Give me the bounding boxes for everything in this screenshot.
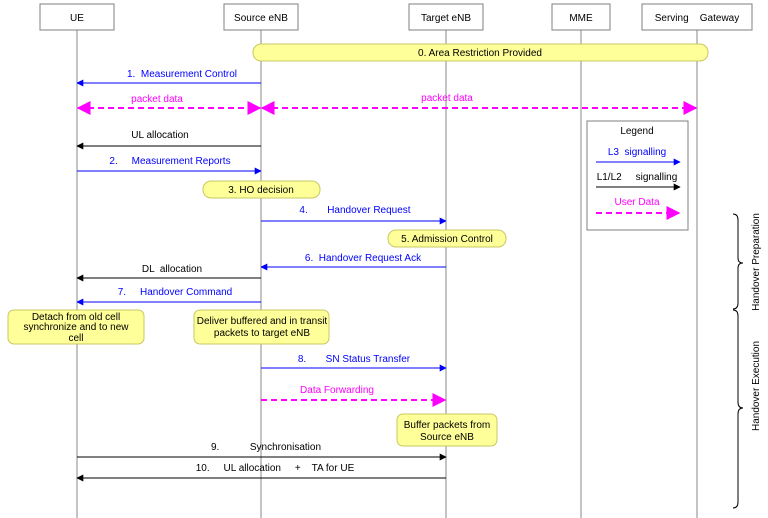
- detach-note: [7, 309, 145, 345]
- ho-decision-note: [202, 180, 321, 199]
- legend-title: Legend: [620, 126, 653, 137]
- mme-box: [551, 3, 611, 31]
- handover-command-label: 7. Handover Command: [118, 287, 233, 298]
- dl-allocation-label: DL allocation: [142, 264, 202, 275]
- data-forwarding-label: Data Forwarding: [300, 385, 374, 396]
- serving-gw-box: [641, 3, 753, 31]
- area-restriction-label: 0. Area Restriction Provided: [418, 48, 542, 59]
- preparation-phase-label: Handover Preparation: [751, 213, 762, 311]
- handover-request-ack-label: 6. Handover Request Ack: [305, 253, 422, 264]
- ue-box: [39, 3, 115, 31]
- target-enb-label: Target eNB: [421, 13, 471, 24]
- entity-headers: UE Source eNB Target eNB MME Serving Gat…: [39, 3, 753, 31]
- legend-l3-label: L3 signalling: [608, 147, 666, 158]
- deliver-buffered-label-line1: Deliver buffered and in transit: [197, 316, 328, 327]
- deliver-buffered-label-line2: packets to target eNB: [214, 328, 310, 339]
- legend: Legend L3 signalling L1/L2 signalling Us…: [586, 120, 689, 231]
- source-enb-label: Source eNB: [234, 13, 288, 24]
- buffer-packets-note: [396, 413, 498, 447]
- execution-phase-label: Handover Execution: [751, 341, 762, 431]
- detach-label-line3: cell: [68, 333, 83, 344]
- source-enb-box: [223, 3, 299, 31]
- synchronisation-label: 9. Synchronisation: [211, 442, 321, 453]
- measurement-control-label: 1. Measurement Control: [127, 69, 237, 80]
- mme-label: MME: [569, 13, 593, 24]
- sn-status-transfer-label: 8. SN Status Transfer: [298, 354, 411, 365]
- preparation-brace: [732, 213, 744, 310]
- deliver-buffered-note: [193, 309, 330, 345]
- admission-control-note: [387, 229, 507, 248]
- packet-data-gw-label: packet data: [421, 93, 473, 104]
- ul-allocation-ta-label: 10. UL allocation + TA for UE: [196, 463, 355, 474]
- admission-control-label: 5. Admission Control: [401, 234, 493, 245]
- target-enb-box: [408, 3, 484, 31]
- measurement-reports-label: 2. Measurement Reports: [109, 156, 230, 167]
- handover-request-label: 4. Handover Request: [299, 205, 410, 216]
- buffer-packets-label-line2: Source eNB: [420, 432, 474, 443]
- serving-gw-label: Serving Gateway: [655, 13, 739, 24]
- detach-label-line2: synchronize and to new: [23, 322, 129, 333]
- detach-label-line1: Detach from old cell: [32, 312, 120, 323]
- legend-user-data-label: User Data: [614, 197, 659, 208]
- execution-brace: [732, 309, 744, 509]
- ul-allocation-label: UL allocation: [131, 130, 188, 141]
- buffer-packets-label-line1: Buffer packets from: [404, 420, 491, 431]
- packet-data-ue-label: packet data: [131, 94, 183, 105]
- area-restriction-note: [252, 43, 709, 62]
- ho-decision-label: 3. HO decision: [228, 185, 294, 196]
- ue-label: UE: [70, 13, 84, 24]
- legend-l1l2-label: L1/L2 signalling: [597, 172, 678, 183]
